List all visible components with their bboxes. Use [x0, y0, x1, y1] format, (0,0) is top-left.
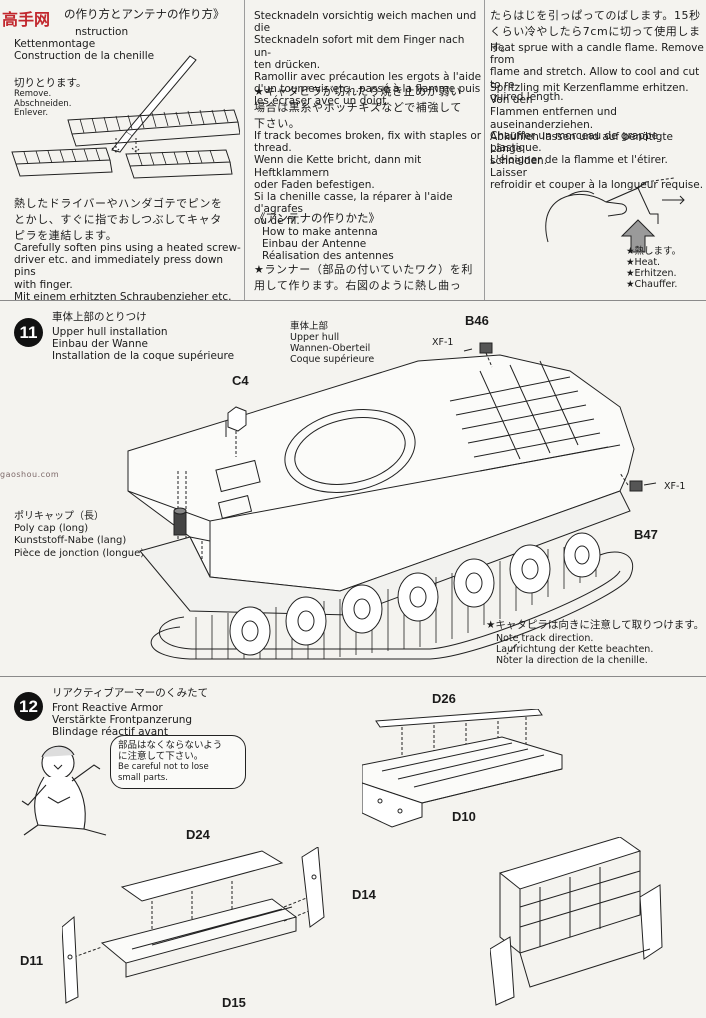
- part-label-d11: D11: [20, 953, 44, 968]
- antenna-runner-note-jp: ★ランナー（部品の付いていたワク）を利 用して作ります。右図のように熱し曲っ: [254, 263, 473, 292]
- section-divider-mid: [0, 676, 706, 677]
- part-label-d15: D15: [222, 995, 246, 1010]
- step-12-title-en: Front Reactive Armor: [52, 702, 163, 714]
- soften-pins-en: Carefully soften pins using a heated scr…: [14, 242, 241, 303]
- track-direction-note-jp: ★キャタピラは向きに注意して取りつけます。: [486, 619, 705, 631]
- stretch-sprue-en: Heat sprue with a candle flame. Remove f…: [490, 42, 704, 103]
- heat-arrow-icon: [620, 219, 656, 253]
- heat-label: ★熱します。 ★Heat. ★Erhitzen. ★Chauffer.: [626, 246, 682, 290]
- paint-label-xf1-right: XF-1: [664, 481, 686, 492]
- paint-label-xf1-top: XF-1: [432, 337, 454, 348]
- column-divider-right: [484, 0, 485, 300]
- antenna-heading-translations: How to make antenna Einbau der Antenne R…: [262, 226, 394, 263]
- step-12-title-jp: リアクティブアーマーのくみたて: [52, 687, 209, 699]
- cut-label-en: Remove. Abschneiden. Enlever.: [14, 89, 72, 118]
- step-11-section: 11 車体上部のとりつけ Upper hull installation Ein…: [0, 301, 706, 676]
- column-divider-left: [244, 0, 245, 300]
- track-repair-section: Stecknadeln vorsichtig weich machen und …: [250, 0, 482, 300]
- caution-text-jp: 部品はなくならないよう に注意して下さい。: [118, 740, 223, 762]
- part-label-b46: B46: [465, 313, 489, 328]
- part-label-d26: D26: [432, 691, 456, 706]
- step-11-title-de: Einbau der Wanne: [52, 338, 148, 350]
- stretch-sprue-jp: たらはじを引っぱってのばします。15秒 くらい冷やしたら7cmに切って使用します…: [490, 9, 701, 54]
- logo-text: 高手网: [2, 12, 51, 29]
- part-label-b47: B47: [634, 527, 658, 542]
- watermark-text: gaoshou.com: [0, 470, 60, 479]
- upper-hull-assembly-illustration: [127, 342, 657, 660]
- step-number-12: 12: [14, 692, 43, 721]
- site-logo: 高手网: [2, 6, 74, 29]
- section-divider-top: [0, 300, 706, 301]
- track-direction-note-translations: Note track direction. Laufrichtung der K…: [496, 633, 654, 666]
- polycap-label: ポリキャップ（長） Poly cap (long) Kunststoff-Nab…: [14, 511, 145, 559]
- antenna-heading-jp: 《アンテナの作りかた》: [254, 211, 381, 225]
- part-label-d10: D10: [452, 809, 476, 824]
- cartoon-mechanic-illustration: [21, 745, 107, 836]
- part-label-c4: C4: [232, 373, 249, 388]
- section-heading-de: Kettenmontage: [14, 38, 96, 50]
- track-cutting-illustration: [11, 55, 240, 179]
- caution-text-en: Be careful not to lose small parts.: [118, 762, 209, 783]
- caution-speech-bubble: 部品はなくならないよう に注意して下さい。 Be careful not to …: [110, 735, 246, 789]
- stretch-sprue-de: Spritzling mit Kerzenflamme erhitzen. Vo…: [490, 82, 689, 168]
- cut-label-jp: 切りとります。: [14, 77, 87, 89]
- upper-hull-label: 車体上部 Upper hull Wannen-Oberteil Coque su…: [290, 321, 375, 365]
- sprue-stretching-illustration: [545, 177, 685, 243]
- armor-d24-d11-d14-d15-illustration: [62, 847, 325, 1004]
- part-label-d24: D24: [186, 827, 210, 842]
- track-construction-section: の作り方とアンテナの作り方》 nstruction Kettenmontage …: [0, 0, 244, 303]
- step-12-title-de: Verstärkte Frontpanzerung: [52, 714, 193, 726]
- section-heading-fr: Construction de la chenille: [14, 50, 155, 62]
- part-label-d14: D14: [352, 887, 376, 902]
- step-11-title-fr: Installation de la coque supérieure: [52, 350, 235, 362]
- armor-d26-d10-illustration: [362, 709, 563, 828]
- step-11-title-en: Upper hull installation: [52, 326, 168, 338]
- track-repair-instructions: If track becomes broken, fix with staple…: [254, 130, 482, 228]
- step-11-title-jp: 車体上部のとりつけ: [52, 311, 147, 323]
- step-number-11: 11: [14, 318, 43, 347]
- softening-instructions: Stecknadeln vorsichtig weich machen und …: [254, 10, 482, 108]
- antenna-stretch-section: たらはじを引っぱってのばします。15秒 くらい冷やしたら7cmに切って使用します…: [490, 0, 706, 300]
- stretch-sprue-fr: Chauffer un morceau de grappe plastique.…: [490, 130, 704, 191]
- track-repair-note-jp: ★キャタピラが切れたり焼き止めが弱い 場合は黒糸やホッチキスなどで補強して 下さ…: [254, 85, 462, 130]
- section-heading-jp: の作り方とアンテナの作り方》: [64, 7, 225, 21]
- soften-pins-jp: 熱したドライバーやハンダゴテでピンを とかし、すぐに指でおしつぶしてキャタ ピラ…: [14, 197, 223, 242]
- step-12-section: 12 リアクティブアーマーのくみたて Front Reactive Armor …: [0, 677, 706, 1018]
- section-heading-en: nstruction: [75, 26, 129, 38]
- armor-assembled-illustration: [490, 837, 663, 1006]
